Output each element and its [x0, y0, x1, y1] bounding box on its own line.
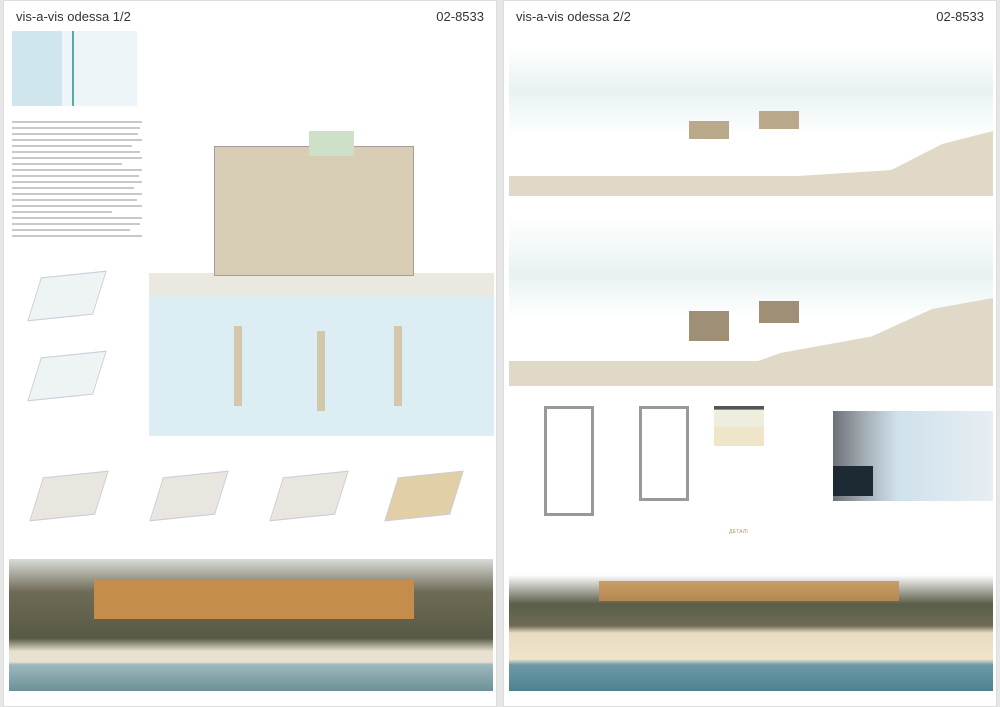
unit-plan-1: [544, 406, 594, 516]
details-caption: ДЕТАЛІ: [729, 529, 748, 535]
facade-render: [9, 559, 493, 691]
sheet-code: 02-8533: [436, 9, 484, 24]
diagram-transport: [149, 470, 229, 522]
sheet-code: 02-8533: [936, 9, 984, 24]
situation-map: [12, 31, 137, 106]
diagram-terrain: [27, 350, 107, 402]
sheet-title: vis-a-vis odessa 2/2: [516, 9, 631, 24]
site-plan: [149, 61, 494, 436]
sheet-1: vis-a-vis odessa 1/2 02-8533: [3, 0, 497, 707]
section-a: [509, 46, 993, 196]
sheet-2: vis-a-vis odessa 2/2 02-8533 ДЕТАЛІ: [503, 0, 997, 707]
sheet-title: vis-a-vis odessa 1/2: [16, 9, 131, 24]
diagram-rain: [27, 270, 107, 322]
wall-detail: [714, 406, 764, 446]
section-b: [509, 216, 993, 386]
unit-plan-2: [639, 406, 689, 501]
beach-render: [509, 546, 993, 691]
description-text: [12, 121, 142, 256]
diagram-view: [269, 470, 349, 522]
interior-render: [833, 411, 993, 501]
diagram-functions: [29, 470, 109, 522]
diagram-volumes: [384, 470, 464, 522]
